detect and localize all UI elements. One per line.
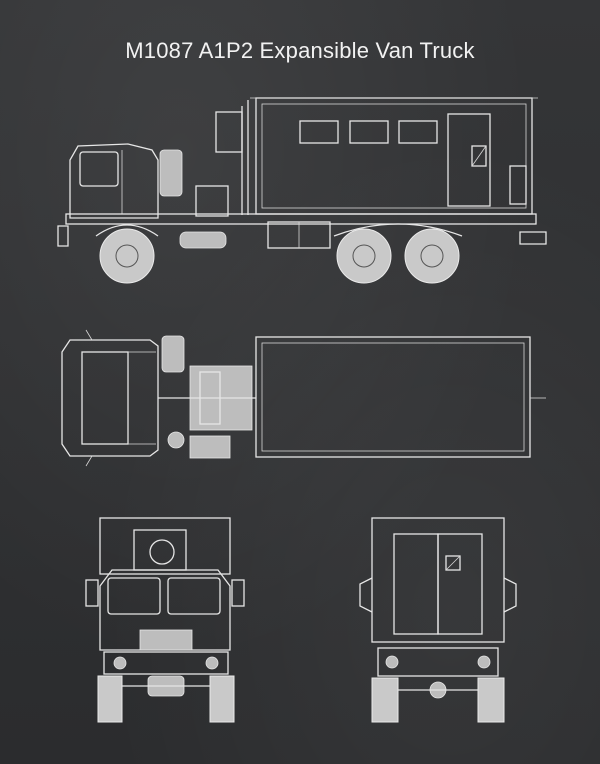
front-grille: [139, 629, 193, 651]
top-cab: [61, 339, 159, 457]
side-rear-wheel-1: [336, 228, 392, 284]
front-mirror-left: [85, 579, 99, 607]
side-van-inner-frame: [261, 103, 527, 209]
rear-lamp-right: [503, 577, 517, 613]
poster-title: M1087 A1P2 Expansible Van Truck: [125, 38, 475, 63]
side-fuel-tank: [179, 231, 227, 249]
front-cab: [99, 569, 231, 651]
front-view: [85, 517, 245, 723]
side-exhaust-tank: [159, 149, 183, 197]
rear-view: [359, 517, 517, 723]
top-cab-roof: [81, 351, 129, 445]
side-van-window-3: [398, 120, 438, 144]
rear-tire-left: [371, 677, 399, 723]
side-step-ladder: [195, 185, 229, 217]
rear-taillight-right: [477, 655, 491, 669]
side-van-door: [447, 113, 491, 207]
rear-taillight-left: [385, 655, 399, 669]
side-chassis-rail: [65, 213, 537, 225]
rear-bumper: [377, 647, 499, 677]
side-front-wheel: [99, 228, 155, 284]
side-rear-hitch: [519, 231, 547, 245]
rear-lamp-left: [359, 577, 373, 613]
side-van-door-window: [471, 145, 487, 167]
front-windshield-left: [107, 577, 161, 615]
side-view: [57, 97, 547, 284]
rear-door-left: [393, 533, 439, 635]
front-mirror-right: [231, 579, 245, 607]
top-view: [61, 329, 546, 467]
side-van-window-1: [299, 120, 339, 144]
top-intake: [161, 335, 185, 373]
rear-door-window: [445, 555, 461, 571]
side-cab: [69, 143, 159, 219]
rear-door-right: [437, 533, 483, 635]
side-van-window-2: [349, 120, 389, 144]
side-air-intake: [215, 111, 243, 153]
side-front-bumper: [57, 225, 69, 247]
front-tire-right: [209, 675, 235, 723]
front-tire-left: [97, 675, 123, 723]
top-van-roof: [255, 336, 531, 458]
front-headlight-left: [113, 656, 127, 670]
front-headlight-right: [205, 656, 219, 670]
rear-tire-right: [477, 677, 505, 723]
side-cab-window: [79, 151, 119, 187]
front-windshield-right: [167, 577, 221, 615]
top-exhaust: [167, 431, 185, 449]
front-bumper: [103, 651, 229, 675]
side-rear-wheel-2: [404, 228, 460, 284]
rear-van-box: [371, 517, 505, 643]
front-van-top: [99, 517, 231, 575]
top-battery-box: [189, 435, 231, 459]
side-van-hatch: [509, 165, 527, 205]
